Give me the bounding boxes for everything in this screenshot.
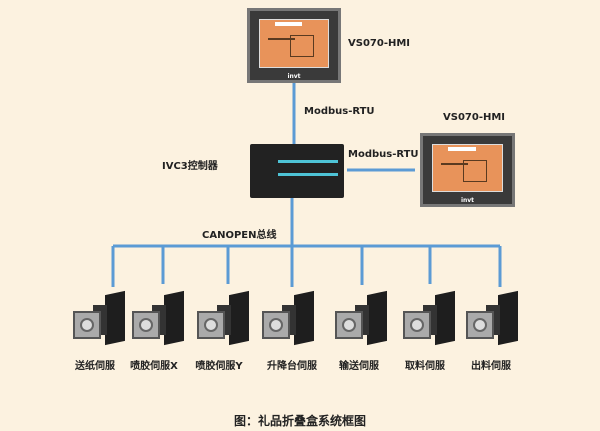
servo-1 xyxy=(73,290,125,346)
hmi-right: invt xyxy=(420,133,515,207)
modbus-top-label: Modbus-RTU xyxy=(304,106,375,117)
servo-4 xyxy=(262,290,314,346)
servo-label: 取料伺服 xyxy=(405,361,445,372)
figure-caption: 图：礼品折叠盒系统框图 xyxy=(233,414,366,428)
modbus-right-label: Modbus-RTU xyxy=(348,149,419,160)
hmi-brand-logo: invt xyxy=(460,197,475,204)
controller-label: IVC3控制器 xyxy=(162,161,218,172)
servo-label: 喷胶伺服Y xyxy=(195,361,243,372)
servo-2 xyxy=(132,290,184,346)
hmi-brand-logo: invt xyxy=(287,73,301,80)
servo-6 xyxy=(403,290,455,346)
hmi-top-label: VS070-HMI xyxy=(348,38,411,49)
servo-label: 输送伺服 xyxy=(339,361,379,372)
canopen-label: CANOPEN总线 xyxy=(202,230,277,241)
hmi-top: invt xyxy=(247,8,341,83)
hmi-right-label: VS070-HMI xyxy=(443,112,506,123)
servo-label: 喷胶伺服X xyxy=(130,361,178,372)
servo-label: 升降台伺服 xyxy=(267,361,317,372)
servo-label: 送纸伺服 xyxy=(75,361,115,372)
ivc3-controller xyxy=(250,144,344,198)
servo-5 xyxy=(335,290,387,346)
servo-7 xyxy=(466,290,518,346)
servo-label: 出料伺服 xyxy=(471,361,511,372)
servo-3 xyxy=(197,290,249,346)
